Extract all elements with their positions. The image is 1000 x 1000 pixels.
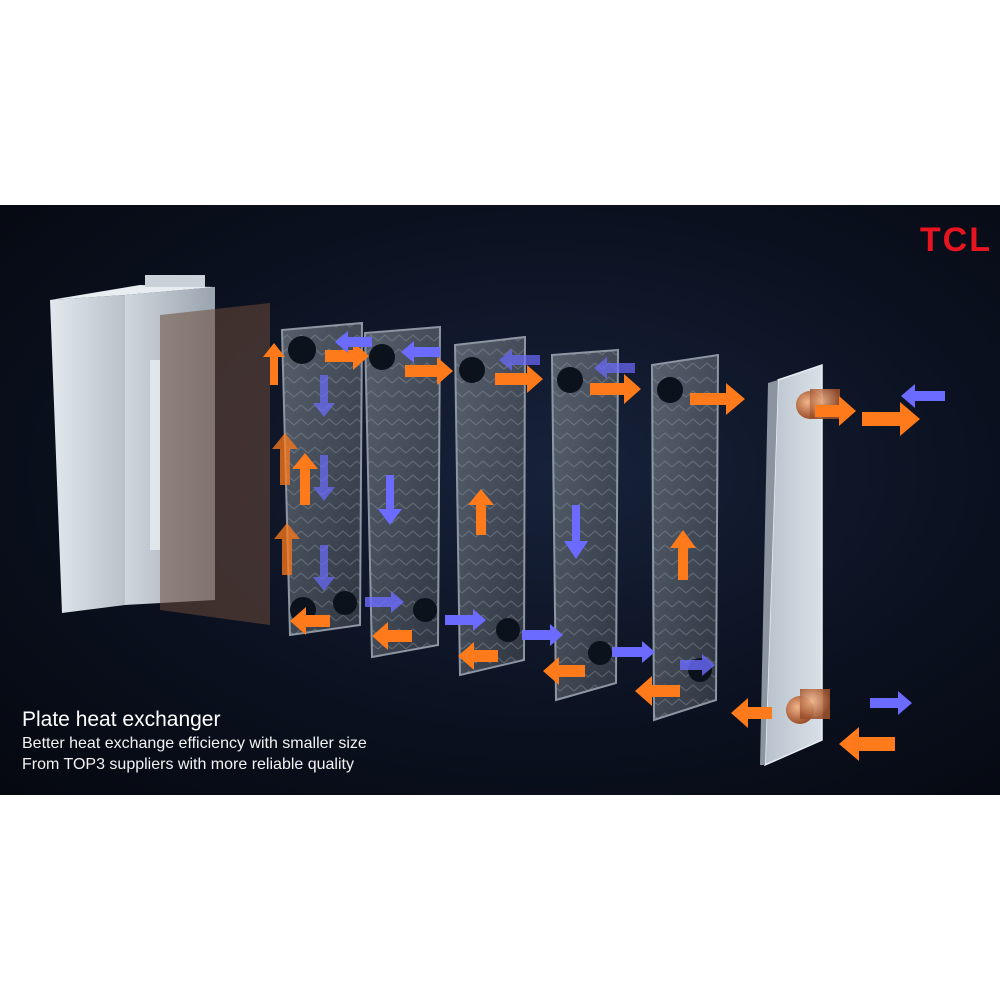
end-plate <box>760 363 840 767</box>
video-frame: TCL Plate heat exchanger Better heat exc… <box>0 205 1000 795</box>
plate-4 <box>550 348 620 702</box>
orange-arrow-icon <box>325 342 920 436</box>
caption-title: Plate heat exchanger <box>22 708 221 731</box>
plate-1 <box>280 321 364 637</box>
orange-arrow-icon <box>290 607 895 761</box>
plate-3 <box>453 335 527 677</box>
caption-block: Plate heat exchanger Better heat exchang… <box>22 707 367 775</box>
plate-2 <box>363 325 442 659</box>
plate-stack <box>280 321 840 767</box>
housing-box <box>50 275 270 625</box>
tcl-logo: TCL <box>919 221 992 259</box>
heat-exchanger-illustration <box>50 275 945 767</box>
blue-arrow-icon <box>313 375 588 591</box>
blue-arrow-icon <box>335 331 945 408</box>
caption-line: From TOP3 suppliers with more reliable q… <box>22 756 354 773</box>
flow-arrows <box>263 331 945 761</box>
caption-line: Better heat exchange efficiency with sma… <box>22 735 367 752</box>
orange-arrow-icon <box>263 343 696 580</box>
blue-arrow-icon <box>365 591 912 715</box>
